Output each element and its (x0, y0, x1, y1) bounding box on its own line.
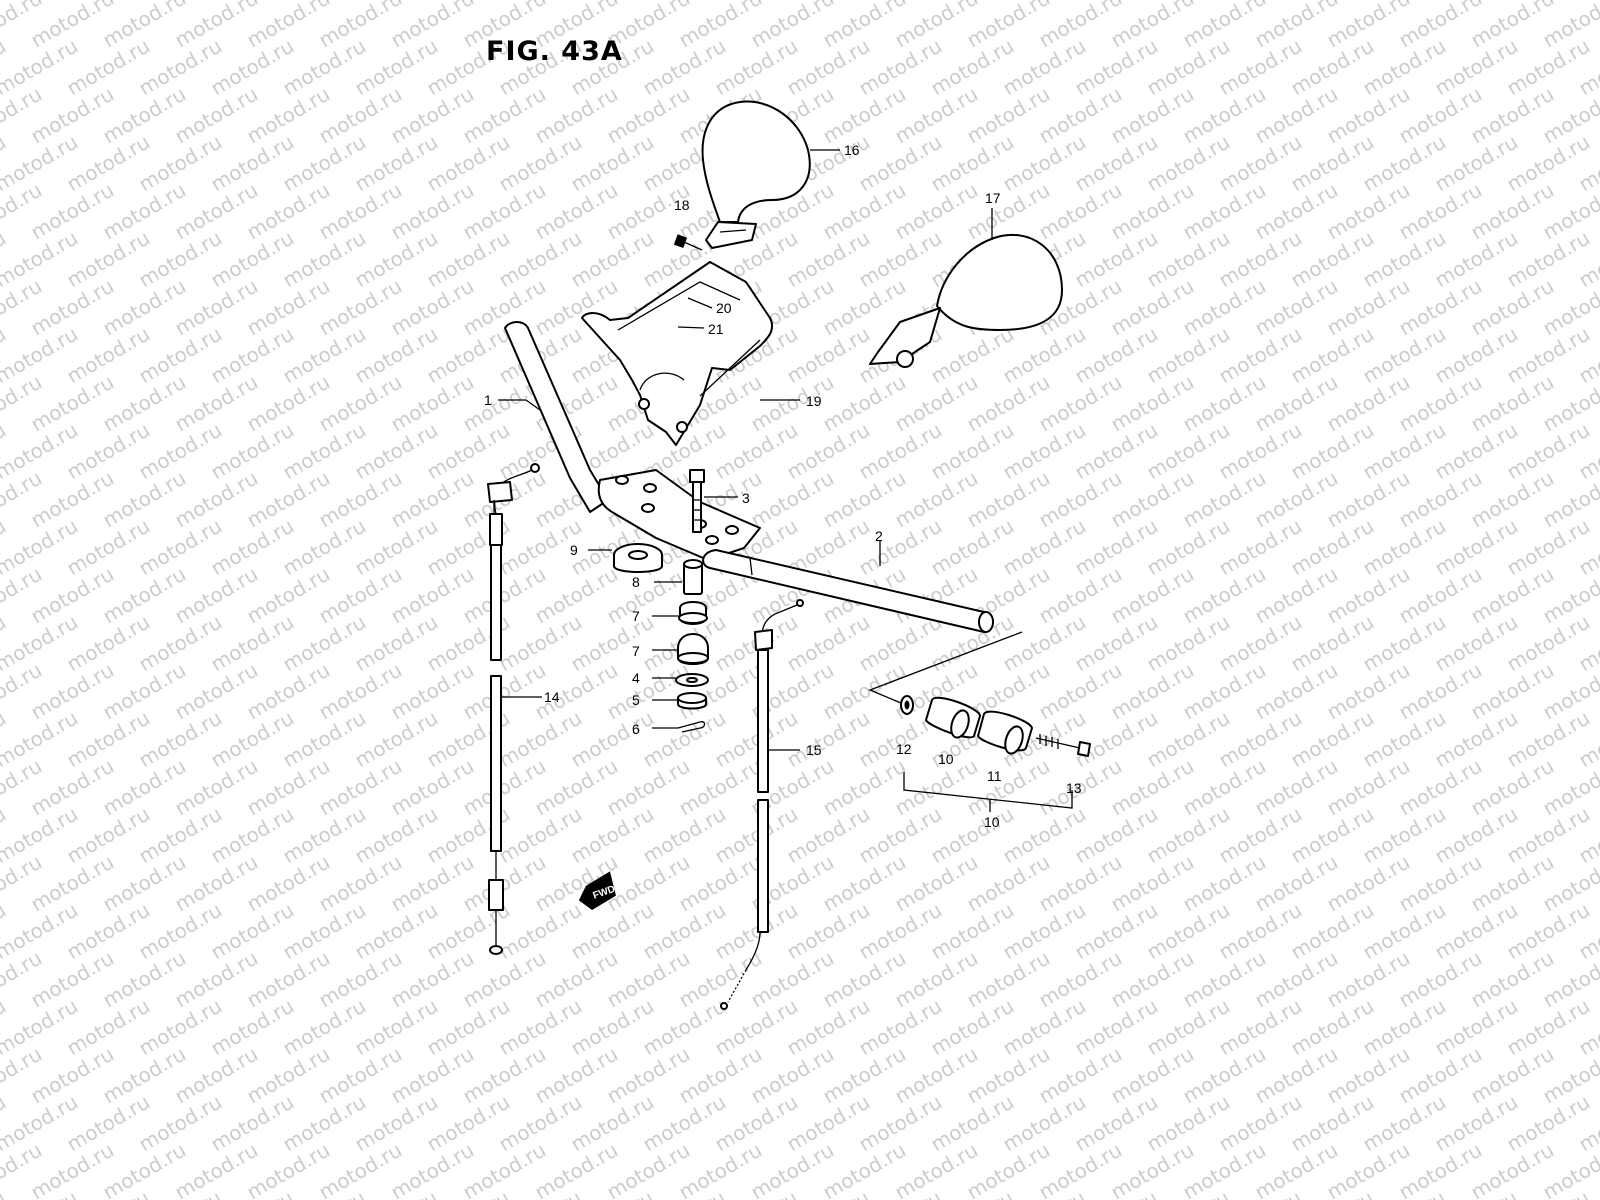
throttle-cable (487, 463, 540, 955)
bar-end-weight-inner (925, 697, 981, 739)
washer (675, 673, 709, 687)
callout-9: 9 (570, 542, 578, 558)
callout-22: 21 (708, 321, 724, 337)
handlebar-cover (581, 261, 774, 446)
forward-direction-badge: FWD (578, 871, 617, 911)
callout-13: 12 (896, 741, 912, 757)
callout-6: 6 (632, 721, 640, 737)
right-handlebar-pipe (702, 549, 994, 633)
cushion-upper (678, 601, 708, 625)
right-mirror (869, 233, 1063, 368)
callout-19: 18 (674, 197, 690, 213)
callout-8: 8 (632, 574, 640, 590)
handlebar-bolt (689, 469, 705, 533)
callout-2: 2 (875, 528, 883, 544)
mirror-bolt (673, 234, 703, 251)
callout-3: 3 (742, 490, 750, 506)
callout-17: 16 (844, 142, 860, 158)
callout-16: 15 (806, 742, 822, 758)
left-mirror (701, 100, 811, 249)
callout-7-lower: 7 (632, 643, 640, 659)
spacer (683, 559, 703, 595)
callout-20: 19 (806, 393, 822, 409)
callout-4: 4 (632, 670, 640, 686)
rubber-cushion (613, 543, 663, 573)
callout-21: 20 (716, 300, 732, 316)
callout-15: 14 (544, 689, 560, 705)
callout-18: 17 (985, 190, 1001, 206)
callout-11: 10 (938, 751, 954, 767)
callout-5: 5 (632, 692, 640, 708)
return-cable (720, 599, 804, 1010)
nut (677, 692, 707, 710)
callout-1: 1 (484, 392, 492, 408)
watermark-text: motod.ru (1575, 0, 1600, 4)
callout-14: 13 (1066, 780, 1082, 796)
cushion-lower (677, 633, 709, 665)
bar-end-weight-outer (977, 710, 1033, 755)
bar-end-screw (1035, 734, 1091, 757)
callout-10: 10 (984, 814, 1000, 830)
callout-12: 11 (987, 768, 1002, 784)
callout-7-upper: 7 (632, 608, 640, 624)
cotter-pin (677, 721, 706, 733)
bar-end-washer (900, 695, 914, 715)
